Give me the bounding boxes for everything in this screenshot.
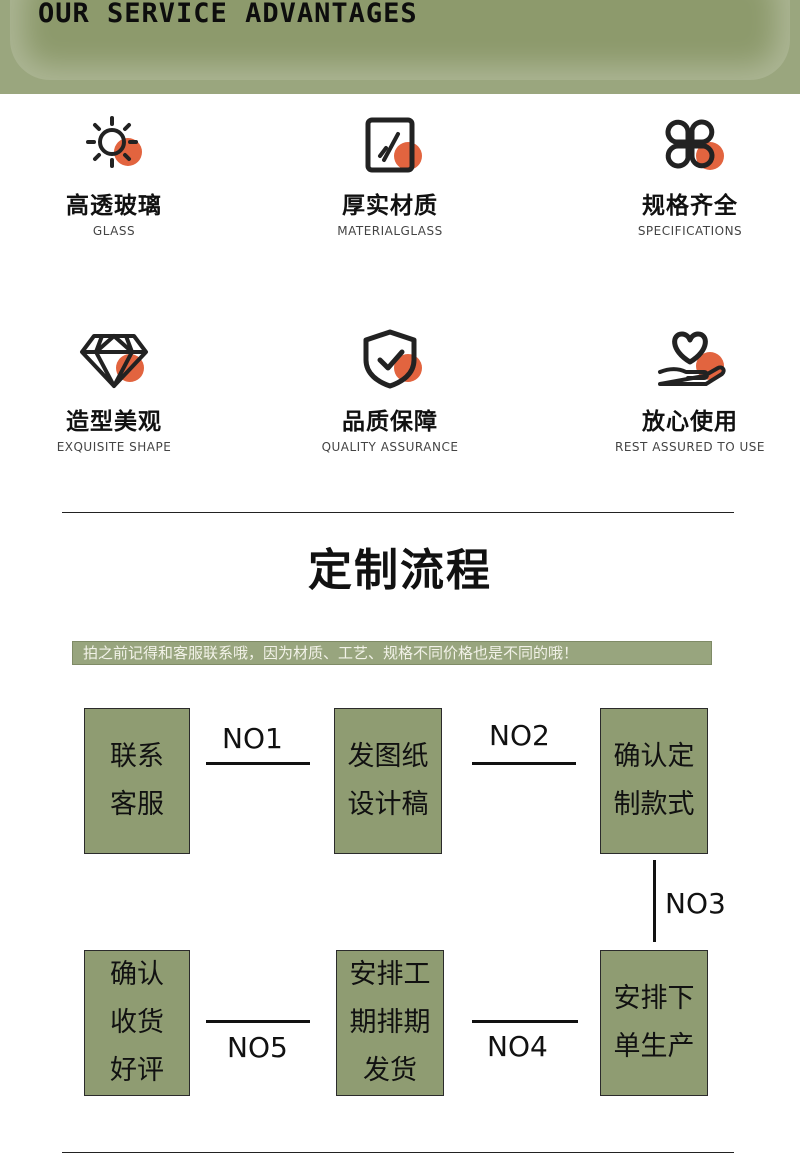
connector-label-4: NO4 xyxy=(487,1030,548,1063)
process-title: 定制流程 xyxy=(308,545,492,596)
step-label: 联系 客服 xyxy=(110,741,164,820)
glass-pane-icon xyxy=(350,112,430,176)
advantage-title: 放心使用 xyxy=(642,409,738,435)
advantage-title: 高透玻璃 xyxy=(66,193,162,219)
step-box-4: 安排下 单生产 xyxy=(600,950,708,1096)
diamond-icon xyxy=(74,328,154,392)
connector-label-2: NO2 xyxy=(489,719,550,752)
notice-banner: 拍之前记得和客服联系哦，因为材质、工艺、规格不同价格也是不同的哦！ xyxy=(72,641,712,665)
clover-icon xyxy=(650,112,730,176)
step-label: 安排工 期排期 发货 xyxy=(349,959,431,1086)
connector-label-3: NO3 xyxy=(665,887,726,920)
advantage-title: 品质保障 xyxy=(342,409,438,435)
connector-label-5: NO5 xyxy=(227,1031,288,1064)
connector-line-2 xyxy=(472,762,576,765)
advantage-subtitle: MATERIALGLASS xyxy=(337,224,443,238)
divider-top xyxy=(62,512,734,513)
advantage-shape: 造型美观 EXQUISITE SHAPE xyxy=(14,328,214,454)
sun-icon xyxy=(74,112,154,176)
divider-bottom xyxy=(62,1152,734,1153)
connector-line-3 xyxy=(653,860,656,942)
advantage-subtitle: SPECIFICATIONS xyxy=(637,224,743,238)
step-box-3: 确认定 制款式 xyxy=(600,708,708,854)
connector-line-4 xyxy=(472,1020,578,1023)
banner-title: OUR SERVICE ADVANTAGES xyxy=(38,0,418,29)
advantage-material: 厚实材质 MATERIALGLASS xyxy=(290,112,490,238)
advantage-quality: 品质保障 QUALITY ASSURANCE xyxy=(290,328,490,454)
connector-line-1 xyxy=(206,762,310,765)
connector-line-5 xyxy=(206,1020,310,1023)
advantage-subtitle: GLASS xyxy=(92,224,136,238)
step-box-1: 联系 客服 xyxy=(84,708,190,854)
advantage-title: 厚实材质 xyxy=(342,193,438,219)
advantage-title: 造型美观 xyxy=(66,409,162,435)
shield-check-icon xyxy=(350,328,430,392)
advantage-title: 规格齐全 xyxy=(642,193,738,219)
step-label: 确认 收货 好评 xyxy=(110,959,164,1086)
step-label: 发图纸 设计稿 xyxy=(347,741,429,820)
advantage-subtitle: QUALITY ASSURANCE xyxy=(321,440,459,454)
step-box-2: 发图纸 设计稿 xyxy=(334,708,442,854)
advantage-glass: 高透玻璃 GLASS xyxy=(14,112,214,238)
advantage-reassurance: 放心使用 REST ASSURED TO USE xyxy=(590,328,790,454)
connector-label-1: NO1 xyxy=(222,722,283,755)
advantage-subtitle: REST ASSURED TO USE xyxy=(615,440,765,454)
advantage-subtitle: EXQUISITE SHAPE xyxy=(56,440,172,454)
advantage-specifications: 规格齐全 SPECIFICATIONS xyxy=(590,112,790,238)
step-box-5: 安排工 期排期 发货 xyxy=(336,950,444,1096)
heart-hand-icon xyxy=(650,328,730,392)
step-label: 安排下 单生产 xyxy=(613,983,695,1062)
header-banner: OUR SERVICE ADVANTAGES xyxy=(0,0,800,94)
step-box-6: 确认 收货 好评 xyxy=(84,950,190,1096)
banner-glow xyxy=(10,0,790,80)
step-label: 确认定 制款式 xyxy=(613,741,695,820)
